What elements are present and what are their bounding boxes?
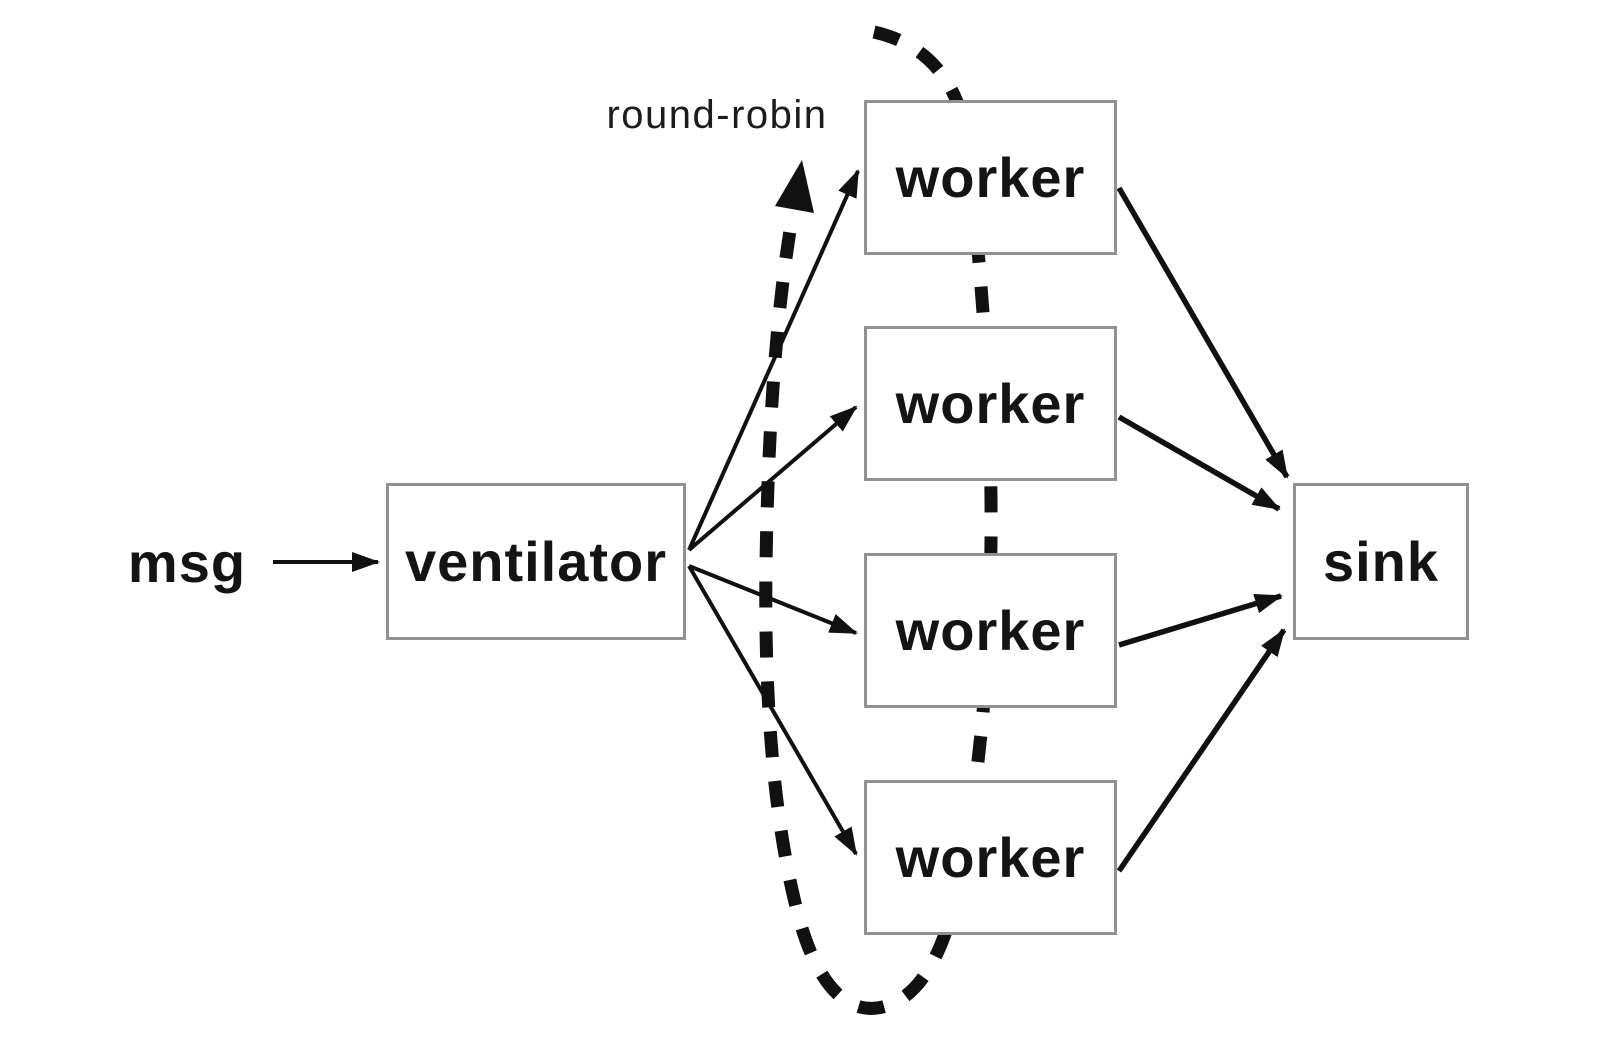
- msg-label: msg: [127, 530, 247, 594]
- edge-worker-4-sink: [1116, 628, 1287, 873]
- edge-ventilator-worker-1: [687, 169, 860, 551]
- node-ventilator: ventilator: [386, 483, 686, 640]
- edge-ventilator-worker-4: [687, 564, 858, 856]
- edge-worker-1-sink: [1116, 186, 1290, 479]
- worker-3-label: worker: [895, 599, 1086, 662]
- edge-worker-3-sink: [1118, 593, 1283, 648]
- ventilator-label: ventilator: [404, 530, 668, 593]
- node-worker-1: worker: [864, 100, 1117, 255]
- node-worker-4: worker: [864, 780, 1117, 935]
- edge-ventilator-worker-3: [688, 564, 858, 635]
- round-robin-label: round-robin: [606, 92, 828, 137]
- worker-1-label: worker: [895, 146, 1086, 209]
- sink-label: sink: [1322, 530, 1440, 593]
- node-worker-2: worker: [864, 326, 1117, 481]
- edge-worker-2-sink: [1117, 414, 1281, 512]
- node-sink: sink: [1293, 483, 1469, 640]
- round-robin-arrowhead-icon: [775, 160, 814, 213]
- edge-ventilator-worker-2: [687, 405, 858, 552]
- worker-4-label: worker: [895, 826, 1086, 889]
- worker-2-label: worker: [895, 372, 1086, 435]
- node-worker-3: worker: [864, 553, 1117, 708]
